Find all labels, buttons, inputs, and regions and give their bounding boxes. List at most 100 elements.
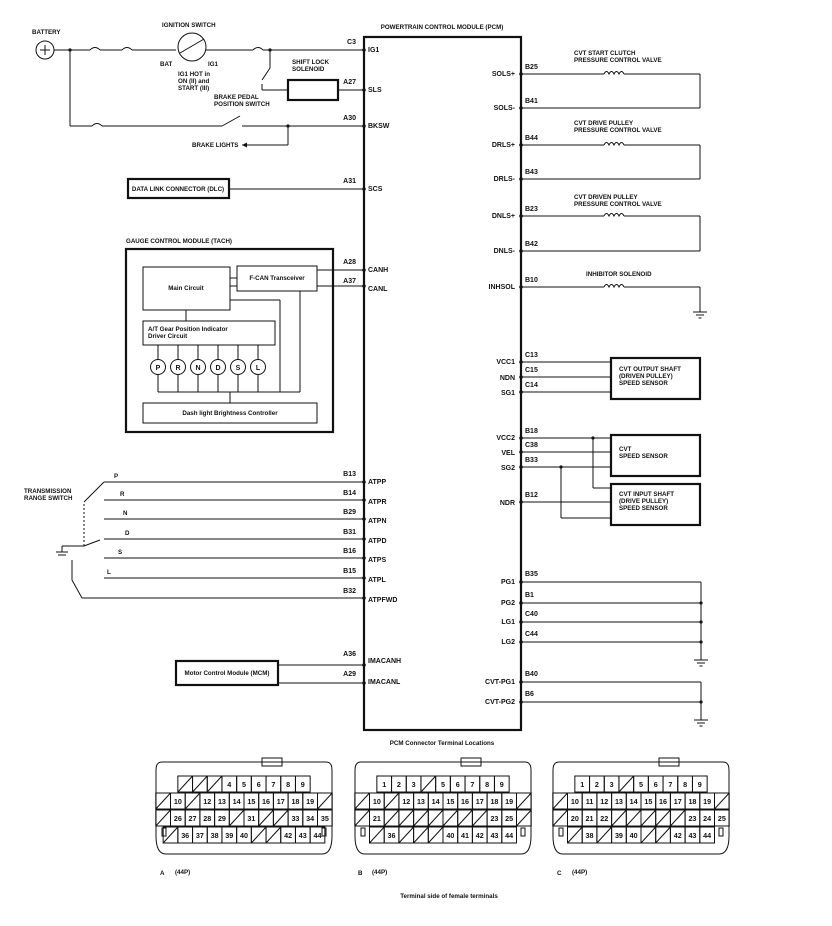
terminal-number: 13 bbox=[218, 797, 226, 806]
brake-switch-icon bbox=[221, 115, 241, 127]
blank-terminal-mark bbox=[640, 809, 657, 827]
svg-text:A28: A28 bbox=[343, 259, 356, 266]
coil-icon bbox=[603, 213, 625, 218]
svg-text:DRLS+: DRLS+ bbox=[492, 142, 515, 149]
terminal-number: 33 bbox=[291, 814, 299, 823]
terminal-number: 14 bbox=[233, 797, 241, 806]
svg-text:N: N bbox=[195, 365, 200, 372]
svg-text:(DRIVEN PULLEY): (DRIVEN PULLEY) bbox=[619, 373, 673, 380]
blank-terminal-mark bbox=[611, 809, 627, 827]
svg-text:A27: A27 bbox=[343, 79, 356, 86]
blank-terminal-mark bbox=[250, 826, 267, 844]
blank-terminal-mark bbox=[427, 809, 444, 827]
terminal-note: Terminal side of female terminals bbox=[400, 893, 498, 900]
svg-text:P: P bbox=[156, 365, 161, 372]
terminal-number: 2 bbox=[397, 780, 401, 789]
svg-text:CVT-PG1: CVT-PG1 bbox=[485, 679, 515, 686]
blank-terminal-mark bbox=[354, 809, 370, 827]
svg-text:LG1: LG1 bbox=[501, 619, 515, 626]
switch-pos-d: D bbox=[125, 530, 130, 537]
bat-label: BAT bbox=[160, 61, 172, 68]
svg-text:ATPL: ATPL bbox=[368, 577, 386, 584]
blank-terminal-mark bbox=[625, 809, 642, 827]
terminal-number: 26 bbox=[174, 814, 182, 823]
terminal-number: 43 bbox=[490, 831, 498, 840]
pcm-box bbox=[362, 35, 523, 732]
terminal-number: 8 bbox=[683, 780, 687, 789]
terminal-number: 19 bbox=[505, 797, 513, 806]
terminal-number: 39 bbox=[225, 831, 233, 840]
connector-latch bbox=[658, 757, 680, 767]
terminal-number: 1 bbox=[382, 780, 386, 789]
svg-text:INHSOL: INHSOL bbox=[489, 284, 516, 291]
terminal-number: 20 bbox=[571, 814, 579, 823]
svg-text:CVT OUTPUT SHAFT: CVT OUTPUT SHAFT bbox=[619, 366, 681, 373]
blank-terminal-mark bbox=[398, 809, 414, 827]
dlc-label: DATA LINK CONNECTOR (DLC) bbox=[132, 186, 224, 193]
terminal-number: 40 bbox=[240, 831, 248, 840]
svg-text:ATPS: ATPS bbox=[368, 557, 386, 564]
at-gear-driver-box bbox=[142, 320, 276, 346]
blank-terminal-mark bbox=[273, 809, 289, 827]
blank-terminal-mark bbox=[383, 809, 400, 827]
terminal-number: 42 bbox=[674, 831, 682, 840]
blank-terminal-mark bbox=[670, 809, 686, 827]
svg-text:SPEED SENSOR: SPEED SENSOR bbox=[619, 453, 668, 460]
svg-text:ATPFWD: ATPFWD bbox=[368, 597, 397, 604]
svg-text:PRESSURE CONTROL VALVE: PRESSURE CONTROL VALVE bbox=[574, 127, 662, 134]
terminal-number: 3 bbox=[412, 780, 416, 789]
svg-text:ATPR: ATPR bbox=[368, 499, 387, 506]
terminal-cell bbox=[294, 775, 311, 793]
svg-text:SOLS-: SOLS- bbox=[494, 105, 516, 112]
connector-housing bbox=[354, 761, 532, 855]
conn-c-pins: (44P) bbox=[572, 869, 587, 876]
svg-text:D: D bbox=[215, 365, 220, 372]
brake-pedal-switch-icon bbox=[261, 67, 271, 81]
inhibitor-solenoid: INHIBITOR SOLENOID bbox=[521, 271, 707, 319]
blank-terminal-mark bbox=[369, 826, 385, 844]
range-switch-icon bbox=[56, 481, 105, 599]
blank-terminal-mark bbox=[413, 826, 429, 844]
svg-text:IMACANL: IMACANL bbox=[368, 679, 401, 686]
svg-text:SLS: SLS bbox=[368, 87, 382, 94]
terminal-number: 17 bbox=[674, 797, 682, 806]
blank-terminal-mark bbox=[655, 809, 671, 827]
gauge-label: GAUGE CONTROL MODULE (TACH) bbox=[126, 238, 232, 245]
svg-text:CVT-PG2: CVT-PG2 bbox=[485, 699, 515, 706]
svg-text:A36: A36 bbox=[343, 651, 356, 658]
svg-text:LG2: LG2 bbox=[501, 639, 515, 646]
svg-text:C38: C38 bbox=[525, 442, 538, 449]
terminal-number: 9 bbox=[301, 780, 305, 789]
terminal-number: 22 bbox=[600, 814, 608, 823]
svg-text:SPEED SENSOR: SPEED SENSOR bbox=[619, 505, 668, 512]
terminal-number: 14 bbox=[432, 797, 440, 806]
indicator-l-icon bbox=[250, 359, 266, 375]
conn-a-pins: (44P) bbox=[175, 869, 190, 876]
terminal-number: 7 bbox=[470, 780, 474, 789]
terminal-number: 35 bbox=[321, 814, 329, 823]
terminal-cell bbox=[699, 826, 716, 844]
terminal-number: 38 bbox=[211, 831, 219, 840]
terminal-number: 44 bbox=[703, 831, 711, 840]
connector-housing bbox=[155, 761, 333, 855]
terminal-number: 14 bbox=[630, 797, 638, 806]
svg-text:B31: B31 bbox=[343, 529, 356, 536]
svg-text:B16: B16 bbox=[343, 548, 356, 555]
cvt-speed-sensor: CVT SPEED SENSOR bbox=[521, 433, 702, 478]
blank-terminal-mark bbox=[184, 792, 201, 810]
ig1-note-2: ON (II) and bbox=[178, 78, 209, 85]
terminal-number: 16 bbox=[659, 797, 667, 806]
blank-terminal-mark bbox=[552, 809, 568, 827]
conn-c-letter: C bbox=[557, 870, 562, 877]
svg-text:PRESSURE CONTROL VALVE: PRESSURE CONTROL VALVE bbox=[574, 57, 662, 64]
battery-label: BATTERY bbox=[32, 29, 61, 36]
terminal-number: 15 bbox=[247, 797, 255, 806]
terminal-number: 5 bbox=[242, 780, 246, 789]
indicator-r-icon bbox=[170, 359, 186, 375]
terminal-number: 13 bbox=[615, 797, 623, 806]
blank-terminal-mark bbox=[567, 826, 583, 844]
terminal-number: 11 bbox=[586, 797, 594, 806]
blank-terminal-mark bbox=[472, 809, 488, 827]
